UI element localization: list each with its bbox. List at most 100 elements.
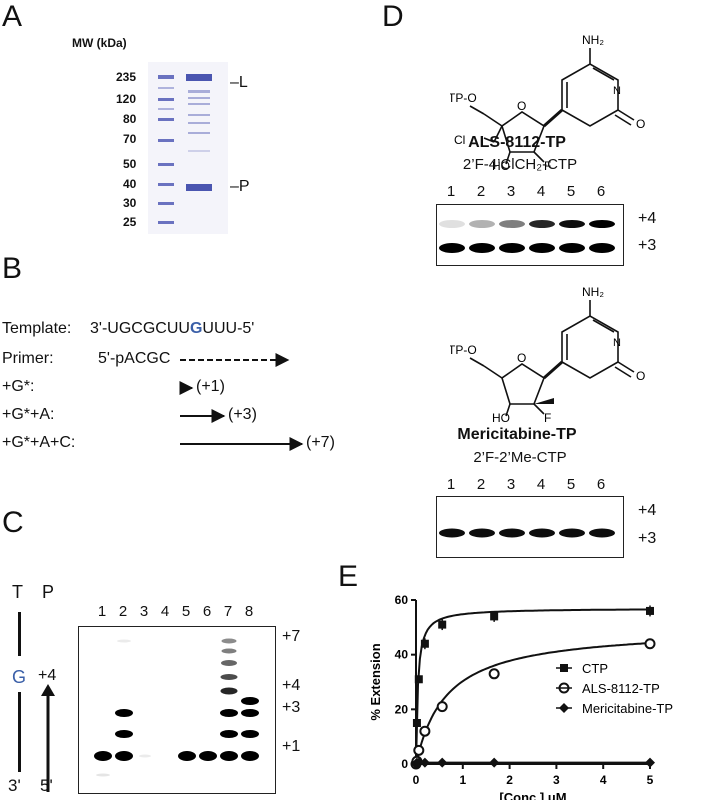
panel-b-arrows bbox=[179, 353, 304, 451]
mer-gel-band-plus3 bbox=[499, 528, 525, 538]
mericitabine-tp-point bbox=[437, 757, 448, 768]
als-gel-band-plus3 bbox=[499, 243, 525, 253]
ctp-point bbox=[438, 620, 447, 629]
gel-c-band-plus1 bbox=[94, 751, 112, 761]
gel-c-lane-label: 8 bbox=[244, 603, 254, 620]
gel-c-band-plus1 bbox=[241, 751, 259, 761]
gel-c-band-plus1 bbox=[115, 751, 133, 761]
gel-c-band-faint bbox=[139, 754, 151, 758]
als-gel-band-plus4 bbox=[439, 220, 465, 228]
x-tick-label: 5 bbox=[647, 773, 654, 787]
mericitabine-tp-point bbox=[489, 757, 500, 768]
mer-gel-lane-label: 3 bbox=[506, 476, 516, 493]
band-label-p-text: P bbox=[238, 178, 250, 195]
primer-up-arrow bbox=[41, 684, 55, 792]
x-tick-label: 2 bbox=[506, 773, 513, 787]
mericitabine-subname: 2’F-2’Me-CTP bbox=[473, 449, 567, 466]
gel-c-band-plus3 bbox=[115, 709, 133, 717]
panel-a-letter: A bbox=[2, 0, 23, 33]
mw-label-120: 120 bbox=[116, 92, 137, 106]
template-seq-g: G bbox=[189, 320, 203, 337]
als-ring-o: O bbox=[517, 99, 526, 113]
gel-a bbox=[148, 62, 228, 234]
mericitabine-tp-legend-label: Mericitabine-TP bbox=[582, 701, 673, 716]
mw-label-30: 30 bbox=[123, 196, 137, 210]
mer-gel-lane-label: 5 bbox=[566, 476, 576, 493]
gel-c-band-plus4 bbox=[241, 697, 259, 705]
band-label-l: –L bbox=[230, 74, 248, 91]
als-gel-band-plus3 bbox=[439, 243, 465, 253]
p-label: P bbox=[42, 582, 55, 602]
panel-b-letter: B bbox=[2, 252, 23, 285]
plus4-label: +4 bbox=[38, 667, 57, 684]
mer-f: F bbox=[544, 411, 551, 422]
gel-c-band-plus6 bbox=[220, 674, 238, 680]
gel-c-product-7: +7 bbox=[282, 628, 301, 645]
als-gel-band-plus4 bbox=[589, 220, 615, 228]
als-gel-band-plus3 bbox=[589, 243, 615, 253]
als-8112-tp-point bbox=[413, 744, 425, 756]
gel-c-band-plus1 bbox=[178, 751, 196, 761]
als-gel-lane-label: 4 bbox=[536, 183, 546, 200]
als-gel-lane-label: 1 bbox=[446, 183, 456, 200]
gel-c-band-plus1 bbox=[220, 751, 238, 761]
als-gel-lane-label: 3 bbox=[506, 183, 516, 200]
template-g: G bbox=[12, 667, 27, 687]
als-gel-band-plus3 bbox=[559, 243, 585, 253]
template-seq-post: UUU-5' bbox=[202, 320, 255, 337]
gel-c-band-plus2 bbox=[220, 730, 238, 738]
mw-label-25: 25 bbox=[123, 215, 137, 229]
mer-gel-band-plus3 bbox=[559, 528, 585, 538]
als-8112-name: ALS-8112-TP bbox=[468, 134, 566, 151]
ctp-legend-label: CTP bbox=[582, 661, 608, 676]
mw-label-70: 70 bbox=[123, 132, 137, 146]
row-gac-product: (+7) bbox=[306, 434, 335, 451]
gel-c-band-plus5 bbox=[220, 687, 238, 695]
als-8112-tp-legend-label: ALS-8112-TP bbox=[582, 681, 660, 696]
ctp-point bbox=[420, 639, 429, 648]
als-gel-band-plus4 bbox=[499, 220, 525, 228]
panel-d-letter: D bbox=[382, 0, 404, 33]
mw-title: MW (kDa) bbox=[72, 36, 127, 50]
mer-gel-lane-label: 1 bbox=[446, 476, 456, 493]
x-tick-label: 1 bbox=[459, 773, 466, 787]
mer-gel-band-plus3 bbox=[469, 528, 495, 538]
row-ga-product: (+3) bbox=[228, 406, 257, 423]
gel-a-bands bbox=[158, 74, 212, 224]
x-axis-label: [Conc.] μM bbox=[499, 790, 566, 800]
ctp-point bbox=[412, 719, 421, 727]
gel-c-band-plus1 bbox=[199, 751, 217, 761]
als-8112-tp-point bbox=[488, 668, 500, 680]
als-gel-lane-label: 5 bbox=[566, 183, 576, 200]
mer-o2: O bbox=[636, 369, 645, 383]
gel-c-product-3: +3 bbox=[282, 699, 301, 716]
mer-n3: N bbox=[613, 337, 621, 349]
template-seq-pre: 3'-UGCGCUU bbox=[90, 320, 190, 337]
als-gel-lane-label: 2 bbox=[476, 183, 486, 200]
mw-label-235: 235 bbox=[116, 70, 137, 84]
x-tick-label: 3 bbox=[553, 773, 560, 787]
gel-c-band-faint bbox=[96, 773, 110, 777]
x-tick-label: 0 bbox=[413, 773, 420, 787]
mer-nh2: NH₂ bbox=[582, 285, 604, 299]
row-g-label: +G*: bbox=[2, 378, 35, 395]
y-axis-label: % Extension bbox=[368, 643, 383, 720]
gel-c-band-plus2 bbox=[115, 730, 133, 738]
als-ho: HO bbox=[492, 159, 510, 170]
gel-c-lane-label: 4 bbox=[160, 603, 170, 620]
primer-sequence: 5'-pACGC bbox=[98, 350, 171, 367]
mer-gel-product-3: +3 bbox=[638, 530, 657, 547]
gel-c-product-4: +4 bbox=[282, 677, 301, 694]
mer-gel-band-plus3 bbox=[589, 528, 615, 538]
mericitabine-tp-point bbox=[419, 757, 430, 768]
als-gel-product-3: +3 bbox=[638, 237, 657, 254]
y-tick-label: 40 bbox=[395, 648, 409, 662]
ctp-point bbox=[490, 612, 499, 621]
mer-gel-product-4: +4 bbox=[638, 502, 657, 519]
panel-e-letter: E bbox=[338, 560, 359, 593]
mer-gel-lane-label: 2 bbox=[476, 476, 486, 493]
mer-gel-band-plus3 bbox=[439, 528, 465, 538]
mer-gel-lane-label: 6 bbox=[596, 476, 606, 493]
als-n3: N bbox=[613, 85, 621, 97]
